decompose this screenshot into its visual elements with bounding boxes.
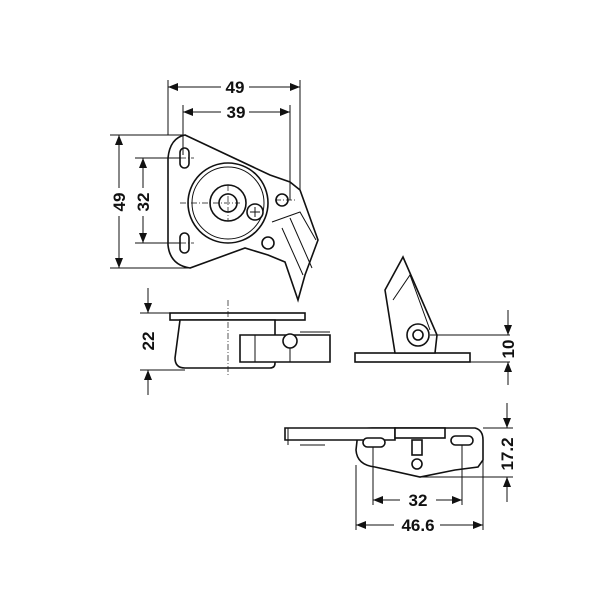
dim-top-hole-spacing: 32 — [134, 193, 153, 212]
dim-bottom-hole-spacing: 32 — [409, 491, 428, 510]
dim-top-width: 49 — [226, 78, 245, 97]
right-view: 10 — [354, 255, 518, 385]
dim-pivot-height: 10 — [499, 340, 518, 359]
dim-top-hole-width: 39 — [227, 103, 246, 122]
dim-top-height: 49 — [110, 193, 129, 212]
dim-bottom-width: 46.6 — [401, 516, 434, 535]
dim-bottom-height: 17.2 — [498, 437, 517, 470]
side-view: 22 — [139, 288, 331, 395]
bottom-view: 17.2 32 46.6 — [284, 403, 517, 535]
top-view: 49 39 49 32 — [110, 78, 319, 303]
dim-side-height: 22 — [139, 332, 158, 351]
